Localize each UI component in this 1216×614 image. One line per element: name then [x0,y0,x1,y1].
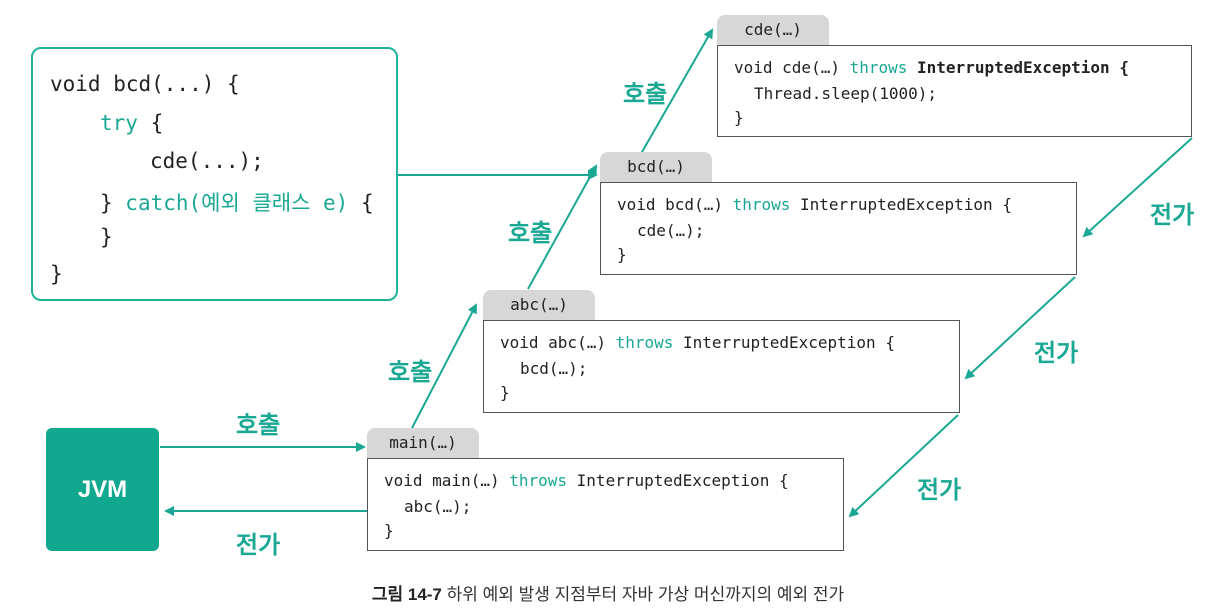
label-propagate-bcd-abc: 전가 [1034,340,1079,367]
arrow-abc-to-main [848,414,959,518]
label-propagate-abc-main: 전가 [917,477,962,504]
method-box-cde: void cde(…) throws InterruptedException … [717,45,1192,137]
try-keyword: try [100,111,138,135]
label-call-abc-bcd: 호출 [508,220,553,247]
label-propagate-cde-bcd: 전가 [1150,202,1195,229]
tab-main: main(…) [367,428,479,458]
arrow-bcd-to-abc [964,276,1076,380]
arrow-abc-to-bcd [527,164,597,290]
throws-keyword: throws [615,333,674,352]
figure-caption: 그림 14-7 하위 예외 발생 지점부터 자바 가상 머신까지의 예외 전가 [0,580,1216,605]
cde-close: } [734,108,744,127]
main-body: abc(…); [404,497,472,516]
jvm-block: JVM [46,428,159,551]
code-line-method-sig: void bcd(...) { [50,72,240,96]
main-close: } [384,521,394,540]
tab-abc: abc(…) [483,290,595,320]
throws-keyword: throws [849,58,908,77]
catch-brace: { [348,191,374,215]
arrow-bcd-to-cde [641,28,713,153]
label-call-main-abc: 호출 [388,359,433,386]
label-call-bcd-cde: 호출 [623,81,668,108]
figure-caption-text: 하위 예외 발생 지점부터 자바 가상 머신까지의 예외 전가 [446,585,845,604]
code-line-catch-close: } [100,225,113,249]
method-box-abc: void abc(…) throws InterruptedException … [483,320,960,413]
code-line-try: try { [100,111,163,135]
tab-cde: cde(…) [717,15,829,45]
try-brace: { [137,111,164,135]
abc-close: } [500,383,510,402]
catch-close-brace: } [100,191,126,215]
abc-signature: void abc(…) throws InterruptedException … [500,333,895,352]
catch-keyword: catch(예외 클래스 e) [125,191,349,215]
bcd-close: } [617,245,627,264]
arrow-main-to-abc [411,303,477,429]
try-catch-code-box: void bcd(...) { try { cde(...); } catch(… [31,47,398,301]
code-line-cde-call: cde(...); [150,149,264,173]
code-line-method-close: } [50,262,63,286]
bcd-body: cde(…); [637,221,705,240]
figure-number: 그림 14-7 [371,585,442,604]
abc-body: bcd(…); [520,359,588,378]
cde-body: Thread.sleep(1000); [754,84,938,103]
label-call-jvm-main: 호출 [236,412,281,439]
bcd-signature: void bcd(…) throws InterruptedException … [617,195,1012,214]
code-line-catch: } catch(예외 클래스 e) { [100,187,374,217]
method-box-bcd: void bcd(…) throws InterruptedException … [600,182,1077,275]
main-signature: void main(…) throws InterruptedException… [384,471,789,490]
cde-signature: void cde(…) throws InterruptedException … [734,58,1129,77]
label-propagate-main-jvm: 전가 [236,532,281,559]
jvm-label: JVM [77,475,128,503]
throws-keyword: throws [509,471,568,490]
arrow-cde-to-bcd [1082,137,1193,238]
method-box-main: void main(…) throws InterruptedException… [367,458,844,551]
tab-bcd: bcd(…) [600,152,712,182]
throws-keyword: throws [732,195,791,214]
